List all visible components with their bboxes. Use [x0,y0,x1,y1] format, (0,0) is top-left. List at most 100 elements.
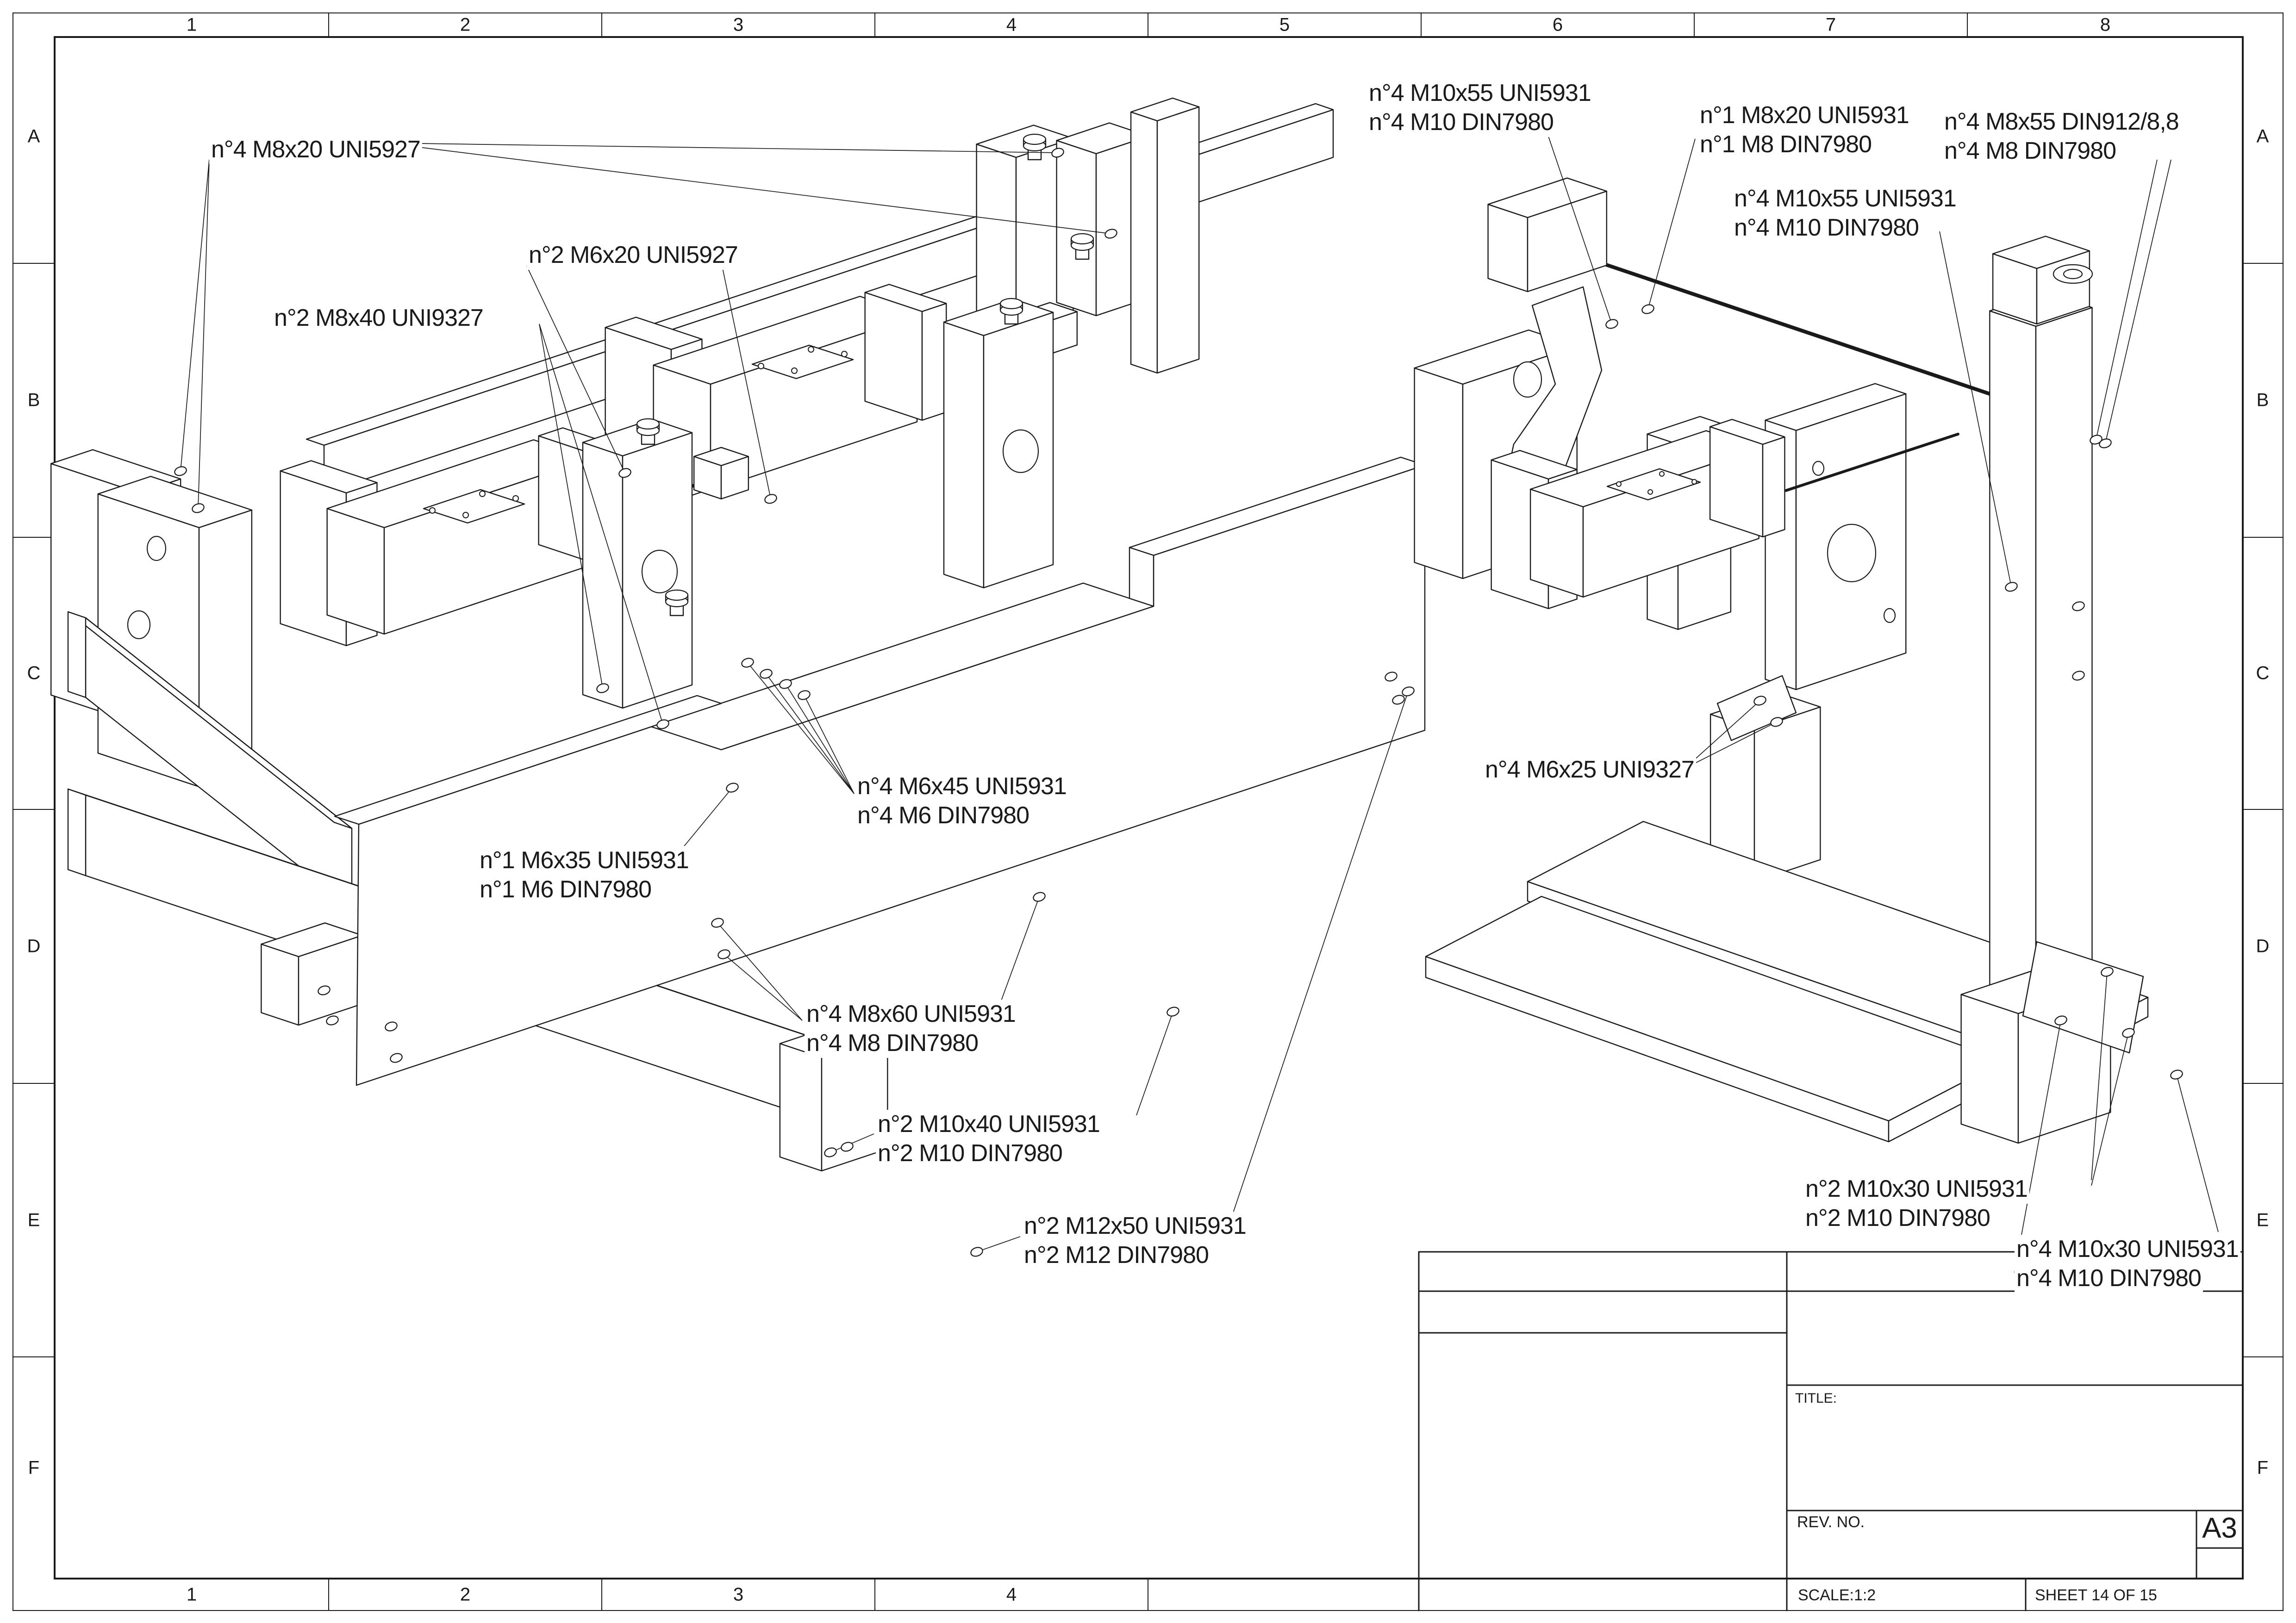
hole-mark [1513,361,1542,398]
part-face [605,317,703,350]
part-face [921,303,947,421]
hole-mark [326,1015,339,1026]
leader-line [999,896,1040,1005]
hole-mark [641,549,678,594]
hole-mark [596,683,609,693]
hole-mark [1385,672,1398,682]
hole-mark [656,719,669,729]
grid-row-left-B: B [27,390,40,410]
title-block-format: A3 [2202,1512,2237,1544]
leader-line [722,266,771,499]
leader-line [539,323,663,725]
leader-line [724,954,803,1021]
part-face [1130,97,1200,122]
hole-mark [1402,686,1415,696]
grid-row-right-A: A [2256,126,2269,147]
part-face [1056,140,1097,317]
title-block-title-label: TITLE: [1795,1391,1837,1406]
leader-line [1546,129,1612,324]
callout-line: n°4 M10x55 UNI5931 [1732,184,1958,213]
grid-col-bottom-3: 3 [733,1584,744,1605]
callout-line: n°2 M12x50 UNI5931 [1022,1212,1248,1241]
hole-mark [711,918,724,928]
callout-line: n°1 M6x35 UNI5931 [478,846,691,875]
hole-mark [2101,967,2114,977]
part-face [693,447,749,466]
part-face [1709,419,1785,445]
fastener-callout-13: n°4 M6x25 UNI9327 [1483,755,1696,784]
hole-mark [2170,1070,2183,1080]
title-block-scale: SCALE:1:2 [1798,1586,1876,1604]
hole-mark [1753,696,1766,706]
leader-line [180,159,210,472]
callout-line: n°4 M8x60 UNI5931 [805,1000,1017,1029]
part-face [1529,488,1584,598]
hole-mark [1827,523,1877,583]
leader-line [766,673,855,794]
part-face [1529,430,1759,508]
screw-mark [791,367,798,374]
leader-line [804,695,855,794]
grid-col-top-4: 4 [1006,14,1017,35]
leader-line [2014,1020,2061,1273]
grid-col-top-3: 3 [733,14,744,35]
leader-line [717,922,803,1021]
hole-mark [2122,1028,2135,1038]
callout-line: n°4 M10 DIN7980 [1367,108,1555,137]
part-face [67,611,87,698]
hole-mark [1167,1007,1179,1017]
grid-col-top-2: 2 [460,14,471,35]
leader-line [198,159,210,509]
hole-mark [798,690,811,700]
grid-col-top-8: 8 [2100,14,2111,35]
leader-line [526,266,625,473]
hole-mark [999,298,1023,310]
hole-mark [2090,435,2103,445]
callout-line: n°1 M6 DIN7980 [478,875,653,904]
hole-mark [174,466,187,476]
part-face [1992,236,2090,269]
grid-col-bottom-1: 1 [186,1584,197,1605]
part-face [1130,111,1158,374]
leader-line [1647,138,1696,310]
leader-lines [174,129,2219,1273]
callout-line: n°2 M10 DIN7980 [876,1139,1064,1168]
leader-line [2105,159,2171,444]
hole-mark [2005,582,2018,592]
fastener-callout-3: n°2 M8x40 UNI9327 [272,304,485,333]
hole-mark [718,949,730,959]
screw-mark [1659,471,1665,477]
hole-mark [764,494,777,504]
grid-col-bottom-4: 4 [1006,1584,1017,1605]
title-block-lines [1418,1251,2244,1611]
leader-line [1685,700,1760,769]
screw-mark [758,363,764,369]
callout-line: n°4 M8 DIN7980 [1942,137,2118,166]
callout-line: n°4 M10x30 UNI5931 [2015,1235,2240,1264]
leader-line [1136,1011,1173,1116]
callout-line: n°2 M10x40 UNI5931 [876,1110,1102,1139]
part-face [1606,468,1701,501]
hole-mark [618,468,631,478]
part-face [1487,204,1529,292]
hole-mark [970,1247,983,1257]
hole-mark [385,1021,398,1032]
part-face [1709,426,1764,538]
hole-mark [2099,438,2112,448]
grid-row-left-D: D [27,936,41,957]
hole-mark [1812,460,1825,476]
grid-col-top-7: 7 [1825,14,1836,35]
part-face [97,476,253,529]
title-block-sheet-number: SHEET 14 OF 15 [2035,1586,2157,1604]
leader-line [785,684,855,794]
hole-mark [1641,304,1654,314]
part-face [326,508,385,635]
part-face [1129,547,1154,607]
part-face [280,460,378,494]
